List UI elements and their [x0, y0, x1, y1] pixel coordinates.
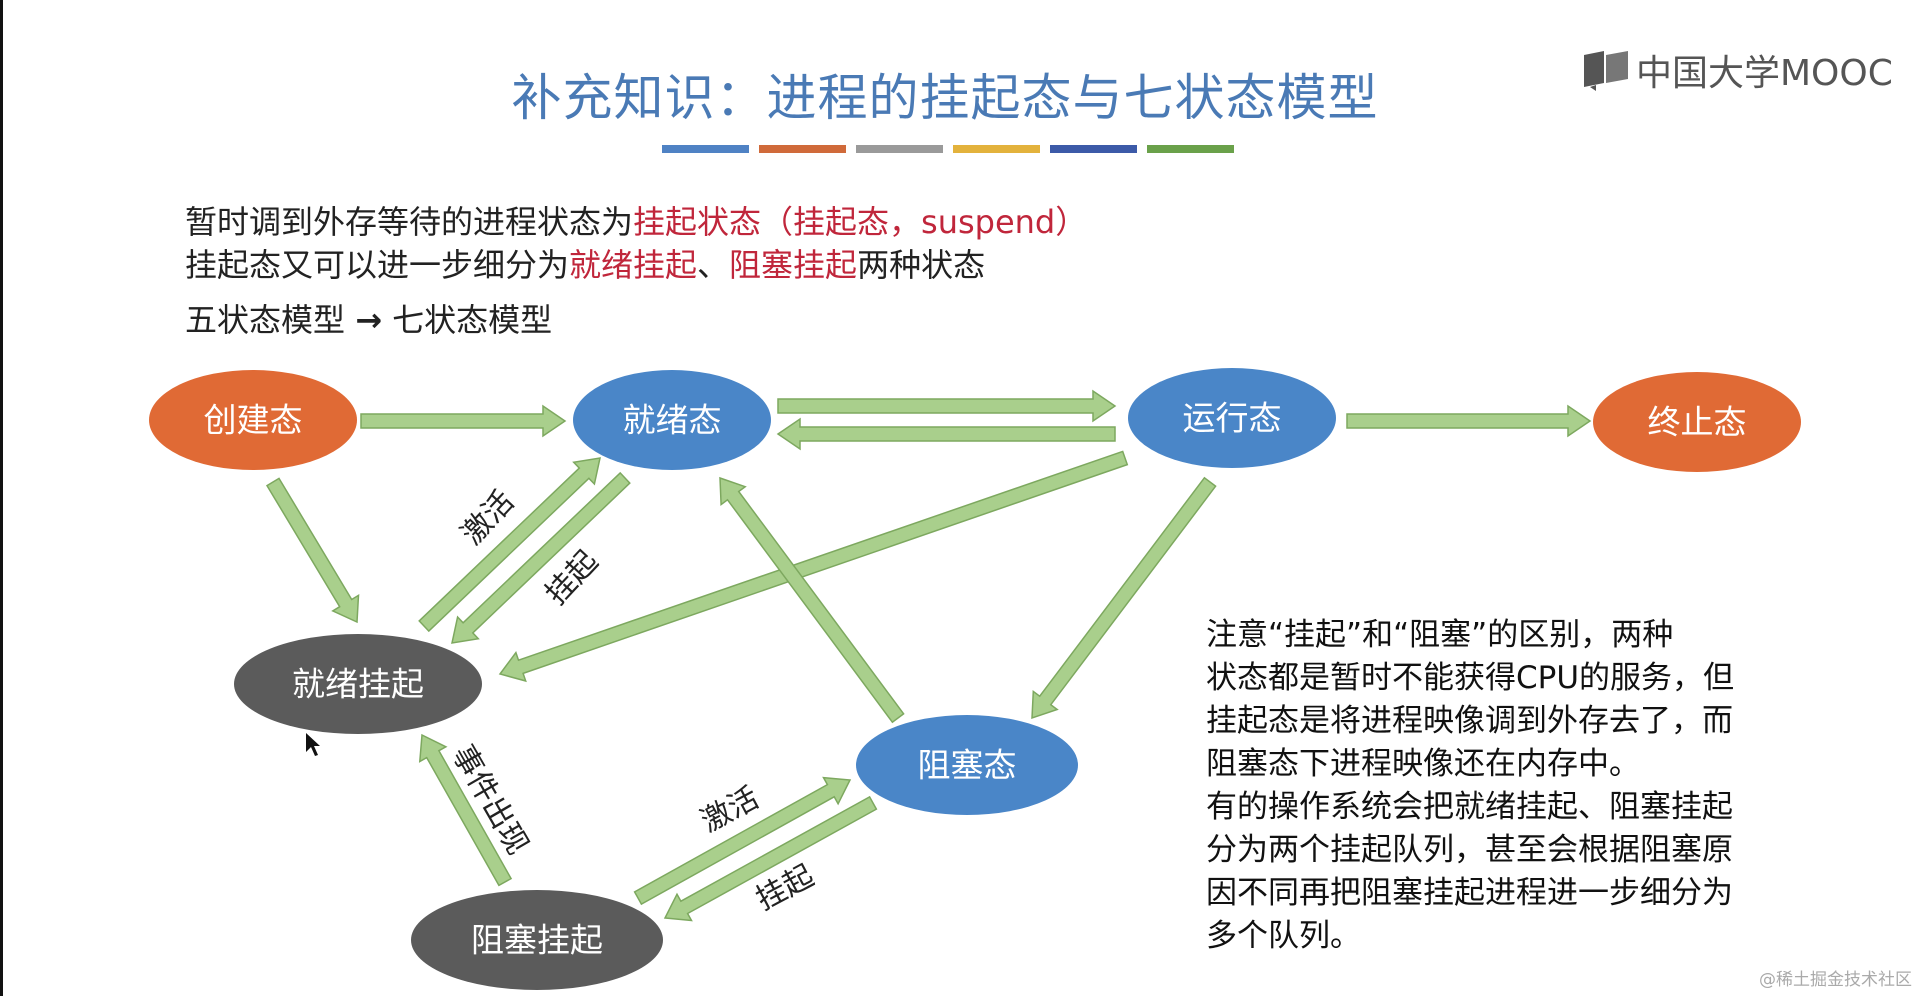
intro-highlight: 挂起状态（挂起态，suspend）: [633, 203, 1088, 241]
arrow-running-to-ready-suspend: [498, 450, 1129, 683]
node-ready-suspend: 就绪挂起: [234, 634, 482, 734]
logo-text: 中国大学MOOC: [1636, 53, 1893, 94]
title-color-strip: [662, 145, 1234, 153]
arrow-create-to-ready: [360, 404, 567, 438]
mouse-cursor-icon: [306, 733, 320, 756]
mooc-logo: 中国大学MOOC: [1582, 44, 1893, 96]
strip-segment: [759, 145, 846, 153]
node-shape: [411, 890, 663, 990]
node-label: 阻塞挂起: [471, 921, 603, 960]
node-label: 就绪挂起: [292, 665, 424, 704]
transition-arrows: [265, 389, 1592, 922]
node-blocked: 阻塞态: [856, 715, 1078, 815]
arrow-blocked-to-ready: [719, 476, 905, 724]
node-shape: [149, 370, 357, 470]
arrow-ready-to-running: [777, 389, 1117, 423]
node-blocked-suspend: 阻塞挂起: [411, 890, 663, 990]
node-create: 创建态: [149, 370, 357, 470]
node-ready: 就绪态: [573, 370, 771, 470]
arrow-blocked-suspend-to-blocked: [633, 776, 852, 906]
slide-title: 补充知识：进程的挂起态与七状态模型: [511, 69, 1379, 127]
intro-separator: 、: [697, 246, 730, 284]
arrow-ready-suspend-to-ready: [418, 457, 601, 633]
node-shape: [1593, 372, 1801, 472]
node-running: 运行态: [1128, 368, 1336, 468]
strip-segment: [856, 145, 943, 153]
intro-highlight: 阻塞挂起: [729, 246, 858, 284]
intro-text: 暂时调到外存等待的进程状态为: [185, 203, 634, 241]
arrow-ready-to-ready-suspend: [451, 471, 631, 644]
intro-line-1: 暂时调到外存等待的进程状态为挂起状态（挂起态，suspend）: [185, 197, 1087, 243]
intro-line-2: 挂起态又可以进一步细分为就绪挂起、阻塞挂起两种状态: [185, 240, 985, 286]
arrow-create-to-ready-suspend: [265, 477, 360, 624]
arrow-running-to-blocked: [1031, 476, 1217, 720]
intro-text: 七状态模型: [392, 301, 553, 339]
node-shape: [1128, 368, 1336, 468]
arrow-running-to-terminated: [1346, 404, 1592, 438]
note-text: 注意“挂起”和“阻塞”的区别，两种 状态都是暂时不能获得CPU的服务，但 挂起态…: [1206, 617, 1735, 954]
strip-segment: [662, 145, 749, 153]
arrow-blocked-to-blocked-suspend: [663, 795, 878, 922]
strip-segment: [1050, 145, 1137, 153]
node-shape: [234, 634, 482, 734]
intro-highlight: 就绪挂起: [569, 246, 698, 284]
right-arrow-icon: →: [355, 301, 382, 339]
watermark: @稀土掘金技术社区: [1759, 970, 1912, 990]
book-icon: [1584, 51, 1628, 91]
arrow-blocked-suspend-to-ready-suspend: [418, 733, 513, 887]
node-terminated: 终止态: [1593, 372, 1801, 472]
strip-segment: [953, 145, 1040, 153]
node-label: 创建态: [204, 401, 303, 440]
intro-text: 挂起态又可以进一步细分为: [185, 246, 570, 284]
node-label: 终止态: [1648, 403, 1747, 442]
node-shape: [573, 370, 771, 470]
intro-text: 两种状态: [857, 246, 986, 284]
node-label: 就绪态: [623, 401, 722, 440]
arrow-running-to-ready: [776, 417, 1116, 451]
node-label: 运行态: [1183, 399, 1282, 438]
intro-line-3: 五状态模型 → 七状态模型: [185, 295, 552, 341]
intro-text: 五状态模型: [185, 301, 346, 339]
node-shape: [856, 715, 1078, 815]
left-edge-border: [0, 0, 3, 996]
node-label: 阻塞态: [918, 746, 1017, 785]
strip-segment: [1147, 145, 1234, 153]
